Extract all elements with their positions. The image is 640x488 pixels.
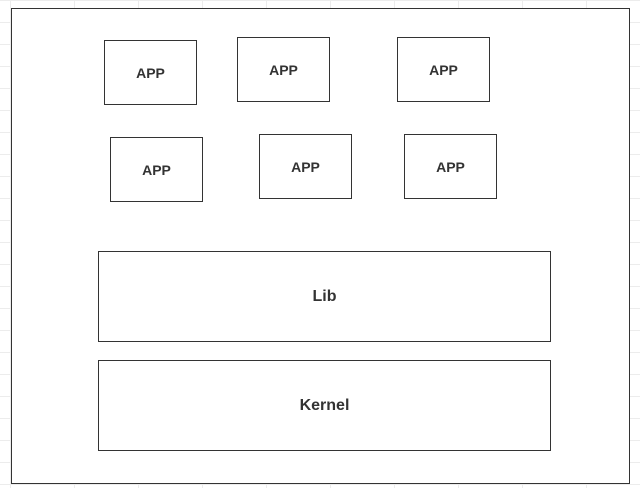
app-box-6: APP <box>404 134 497 199</box>
app-box-5: APP <box>259 134 352 199</box>
lib-layer: Lib <box>98 251 551 342</box>
kernel-layer: Kernel <box>98 360 551 451</box>
lib-label: Lib <box>312 287 337 305</box>
app-label: APP <box>436 158 465 175</box>
app-box-1: APP <box>104 40 197 105</box>
app-label: APP <box>429 61 458 78</box>
app-label: APP <box>269 61 298 78</box>
app-label: APP <box>136 64 165 81</box>
app-box-3: APP <box>397 37 490 102</box>
app-label: APP <box>142 161 171 178</box>
app-box-2: APP <box>237 37 330 102</box>
kernel-label: Kernel <box>299 396 350 414</box>
app-label: APP <box>291 158 320 175</box>
app-box-4: APP <box>110 137 203 202</box>
